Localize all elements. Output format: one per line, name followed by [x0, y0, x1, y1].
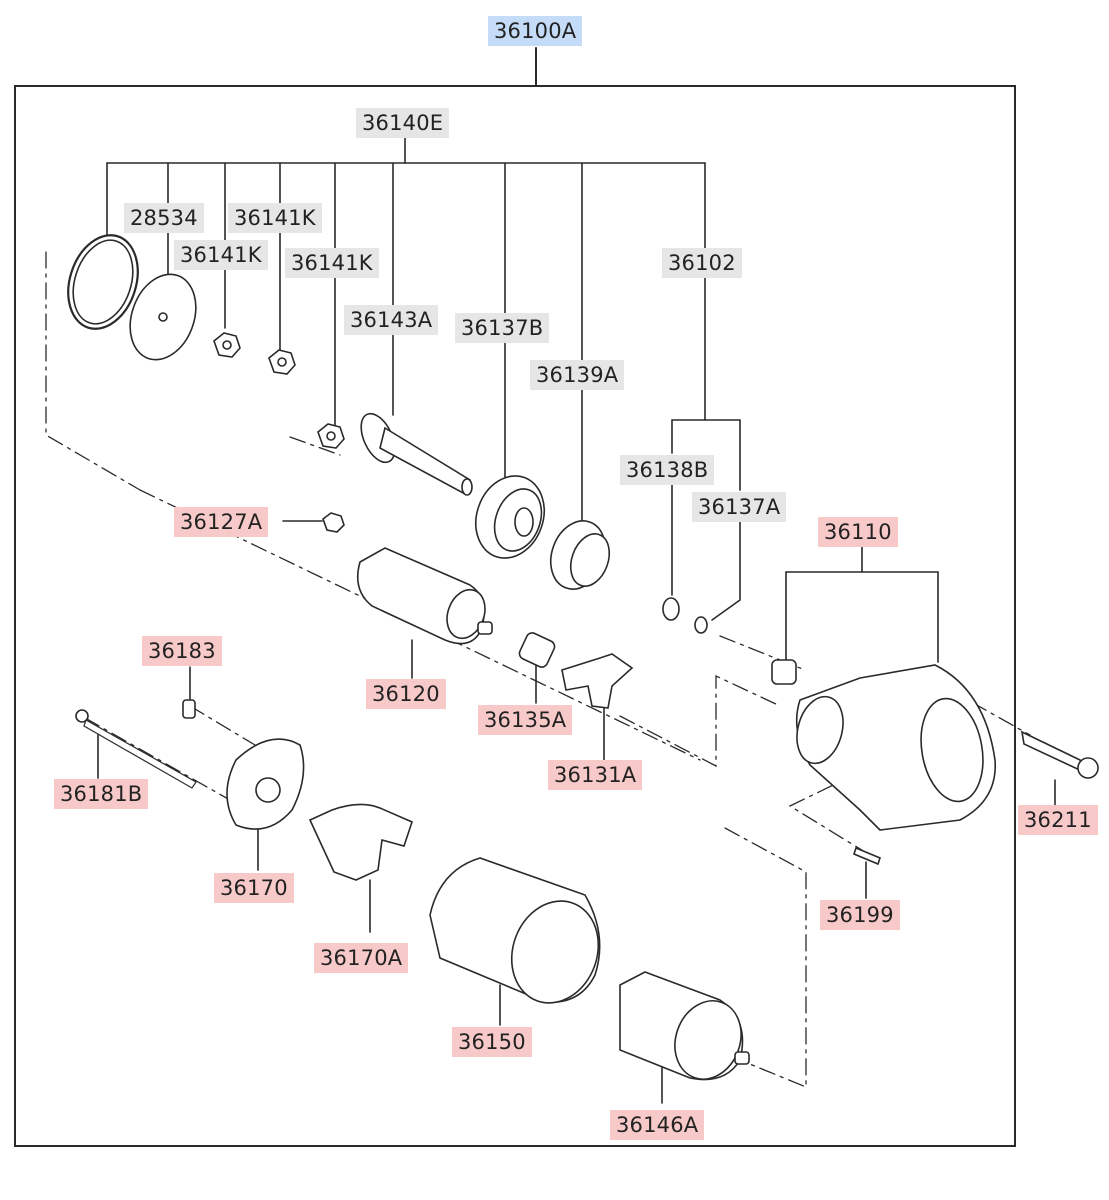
ring-drawing [662, 597, 680, 621]
assembly-frame [14, 85, 1016, 1147]
part-label-36141K-b[interactable]: 36141K [174, 240, 268, 270]
assembly-number-label[interactable]: 36100A [488, 16, 583, 46]
part-label-36199[interactable]: 36199 [820, 900, 900, 930]
part-label-36143A[interactable]: 36143A [344, 305, 439, 335]
part-label-36138B[interactable]: 36138B [620, 455, 715, 485]
part-label-36110[interactable]: 36110 [818, 517, 898, 547]
part-label-36170[interactable]: 36170 [214, 873, 294, 903]
part-label-36127A[interactable]: 36127A [174, 507, 269, 537]
part-label-36146A[interactable]: 36146A [610, 1110, 705, 1140]
bushing-drawing [771, 659, 797, 685]
o-ring-drawing [67, 234, 139, 330]
through-bolt-drawing [75, 709, 89, 723]
screw-36199-drawing [853, 846, 881, 866]
part-label-36135A[interactable]: 36135A [478, 705, 573, 735]
screw-drawing [182, 699, 196, 719]
part-label-36183[interactable]: 36183 [142, 636, 222, 666]
part-label-36141K-a[interactable]: 36141K [228, 203, 322, 233]
part-label-28534[interactable]: 28534 [124, 203, 204, 233]
brush-holder-drawing [308, 803, 413, 881]
lever-drawing [561, 653, 634, 709]
part-label-36211[interactable]: 36211 [1018, 805, 1098, 835]
part-label-36181B[interactable]: 36181B [54, 779, 149, 809]
part-label-36139A[interactable]: 36139A [530, 360, 625, 390]
part-label-36141K-c[interactable]: 36141K [285, 248, 379, 278]
part-label-36137A[interactable]: 36137A [692, 492, 787, 522]
part-label-36150[interactable]: 36150 [452, 1027, 532, 1057]
part-label-36137B[interactable]: 36137B [455, 313, 550, 343]
part-label-36102[interactable]: 36102 [662, 248, 742, 278]
part-label-36120[interactable]: 36120 [366, 679, 446, 709]
holder-drawing [518, 632, 556, 668]
part-label-36140E[interactable]: 36140E [356, 108, 450, 138]
part-label-36170A[interactable]: 36170A [314, 943, 409, 973]
part-label-36131A[interactable]: 36131A [548, 760, 643, 790]
bolt-drawing [1020, 730, 1086, 774]
